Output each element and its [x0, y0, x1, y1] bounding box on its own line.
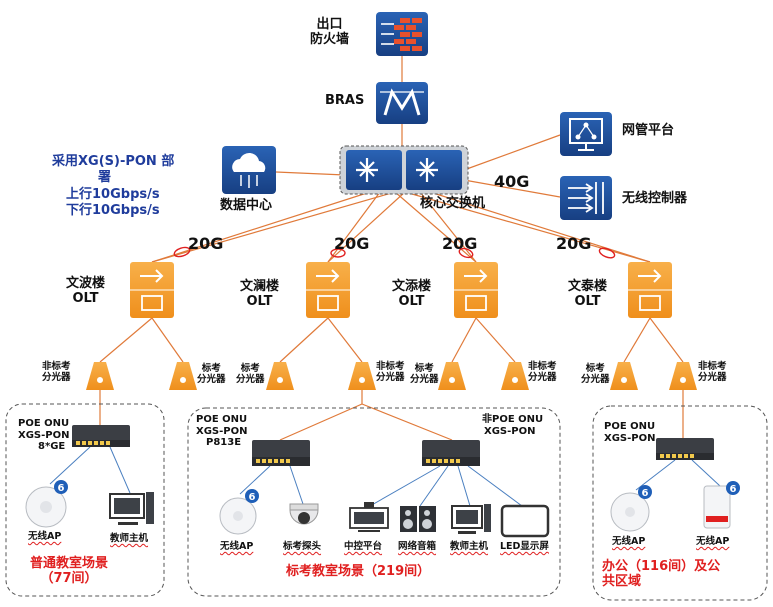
link-bandwidth-label: 20G: [334, 234, 370, 253]
splitter-icon: [610, 362, 638, 390]
exam-camera-icon: [289, 503, 319, 525]
zone-exam-classroom: [187, 407, 561, 597]
zone-title-normal: 普通教室场景（77间）: [30, 556, 109, 586]
wireless-ap-icon: 6: [610, 485, 652, 532]
splitter-label: 标考分光器: [197, 363, 226, 385]
zone-normal-classroom: [5, 403, 165, 597]
led-label: LED显示屏: [500, 541, 549, 552]
splitter-label: 标考分光器: [581, 363, 610, 385]
wireless-controller-icon: [560, 176, 612, 220]
wireless-ap-icon: 6: [219, 489, 259, 535]
network-management-icon: [560, 112, 612, 156]
olt-wenbo-icon: [130, 262, 174, 318]
onu-device-icon: [422, 440, 480, 466]
ap-label: 无线AP: [612, 536, 646, 547]
bras-label: BRAS: [325, 93, 365, 108]
host-label: 教师主机: [110, 533, 149, 544]
core-switch-label: 核心交换机: [420, 196, 486, 211]
splitters: [86, 362, 697, 390]
link-bandwidth-label: 20G: [556, 234, 592, 253]
svg-text:6: 6: [58, 483, 65, 494]
zone-title-exam: 标考教室场景（219间）: [286, 564, 431, 579]
host-label: 教师主机: [450, 541, 489, 552]
speaker-label: 网络音箱: [398, 541, 437, 552]
splitter-label: 标考分光器: [410, 363, 439, 385]
zone-office: [592, 405, 768, 601]
firewall-label: 出口防火墙: [310, 17, 350, 47]
teacher-pc-icon: [109, 492, 154, 525]
pon-note: 采用XG(S)-PON 部 署 上行10Gbps/s 下行10Gbps/s: [52, 154, 175, 218]
link-bandwidth-label: 20G: [442, 234, 478, 253]
ap-label: 无线AP: [28, 531, 62, 542]
svg-text:6: 6: [249, 492, 256, 503]
wlc-label: 无线控制器: [622, 191, 688, 206]
teacher-pc-icon: [451, 504, 491, 534]
firewall-icon: [376, 12, 428, 56]
splitter-icon: [169, 362, 197, 390]
splitter-icon: [438, 362, 466, 390]
core-switch-icon: [339, 145, 469, 195]
control-platform-icon: [349, 502, 389, 532]
uplink-bandwidth-label: 40G: [494, 172, 530, 191]
onu-links: [49, 446, 721, 507]
onu-device-icon: [656, 438, 714, 460]
ap-label: 无线AP: [696, 536, 730, 547]
splitter-icon: [501, 362, 529, 390]
olt-wenlan-icon: [306, 262, 350, 318]
splitter-icon: [348, 362, 376, 390]
svg-text:6: 6: [730, 484, 737, 495]
wireless-ap-outdoor-icon: 6: [703, 481, 740, 529]
splitter-label: 非标考分光器: [376, 361, 405, 383]
control-label: 中控平台: [344, 541, 383, 552]
splitter-label: 非标考分光器: [698, 361, 727, 383]
link-markers: [173, 246, 616, 259]
splitter-icon: [669, 362, 697, 390]
onu-device-icon: [72, 425, 130, 447]
olt-wentian-icon: [454, 262, 498, 318]
link-bandwidth-label: 20G: [188, 234, 224, 253]
connection-lines: [99, 56, 684, 441]
ap-label: 无线AP: [220, 541, 254, 552]
led-display-icon: [500, 504, 550, 538]
splitter-label: 非标考分光器: [42, 361, 71, 383]
router-m-icon: [376, 82, 428, 124]
network-speaker-icon: [400, 506, 436, 532]
cloud-icon: [222, 146, 276, 194]
svg-text:6: 6: [642, 488, 649, 499]
olt-wentai-icon: [628, 262, 672, 318]
datacenter-label: 数据中心: [220, 198, 273, 213]
onu-device-icon: [252, 440, 310, 466]
splitter-label: 非标考分光器: [528, 361, 557, 383]
splitter-icon: [86, 362, 114, 390]
splitter-label: 标考分光器: [236, 363, 265, 385]
nms-label: 网管平台: [622, 123, 675, 138]
camera-label: 标考探头: [283, 541, 322, 552]
wireless-ap-icon: 6: [25, 480, 68, 528]
zone-title-office: 办公（116间）及公共区域: [602, 559, 721, 589]
splitter-icon: [266, 362, 294, 390]
